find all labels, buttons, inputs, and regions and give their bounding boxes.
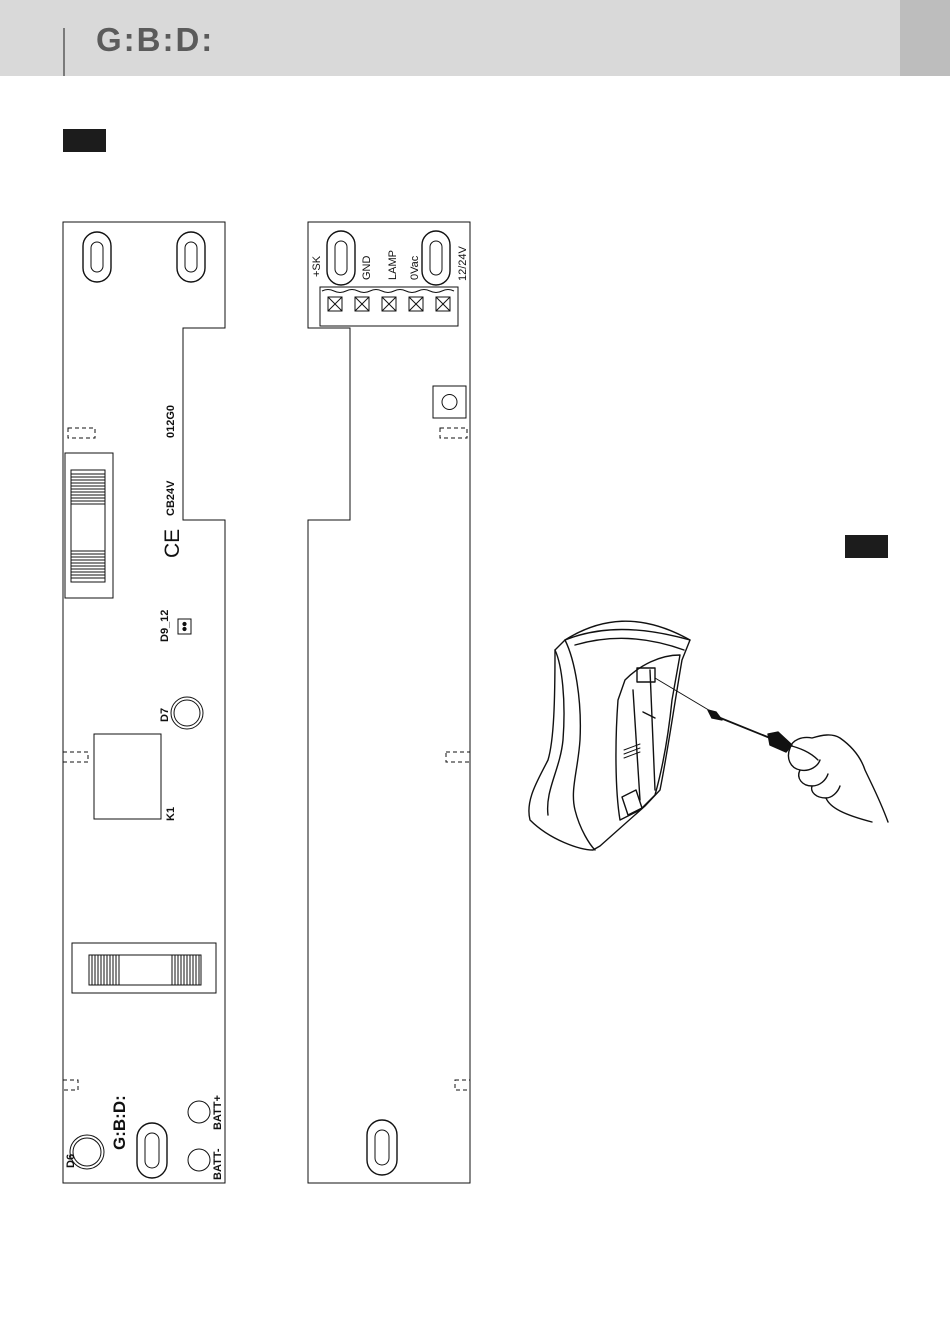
board-front	[63, 222, 225, 1183]
housing-notch	[643, 712, 655, 718]
housing-side-edge	[548, 650, 564, 815]
mounting-slot-inner	[91, 242, 103, 272]
board-back	[308, 222, 470, 1183]
mounting-slot	[177, 232, 205, 282]
ce-mark: CE	[161, 529, 184, 558]
batt-plus-terminal	[188, 1101, 210, 1123]
terminal-label: GND	[361, 256, 373, 281]
board-back-outline	[308, 222, 470, 1183]
terminal-label: 12/24V	[457, 245, 469, 281]
screwdriver-guide-line	[655, 678, 712, 712]
label-model-name: CB24V	[165, 480, 177, 516]
illustration-housing-screwdriver	[529, 621, 888, 850]
relay-k1	[94, 734, 161, 819]
led-d6-inner	[73, 1138, 101, 1166]
connector-vertical	[65, 453, 113, 598]
mounting-slot	[83, 232, 111, 282]
batt-minus-terminal	[188, 1149, 210, 1171]
mounting-slot	[422, 231, 450, 285]
jumper-d9-12	[178, 619, 191, 634]
housing-shell	[529, 621, 690, 850]
screwdriver-shaft	[718, 717, 770, 738]
mounting-slot-inner	[185, 242, 197, 272]
mounting-slot-inner	[145, 1133, 159, 1168]
board-logo: G:B:D:	[110, 1095, 129, 1150]
terminal-label: +SK	[311, 255, 323, 277]
housing-top-inner	[575, 638, 684, 650]
screwdriver-handle	[788, 745, 818, 760]
terminal-label: 0Vac	[409, 255, 421, 280]
connector-horizontal-pins	[92, 955, 199, 985]
hand-wrist	[826, 798, 872, 822]
push-button	[442, 395, 457, 410]
housing-front-edge	[565, 640, 595, 850]
mounting-slot-inner	[430, 241, 442, 275]
label-led-d6: D6	[65, 1154, 77, 1168]
hand-finger	[812, 786, 840, 798]
connector-vertical-inner	[71, 470, 105, 582]
housing-rib	[650, 670, 655, 790]
housing-clip-top	[637, 668, 655, 682]
mounting-slot	[137, 1123, 167, 1178]
mounting-slot-inner	[375, 1130, 389, 1165]
mounting-slot-inner	[335, 241, 347, 275]
board-front-outline	[63, 222, 225, 1183]
terminal-label: LAMP	[387, 250, 399, 280]
led-d7	[171, 697, 203, 729]
mounting-slot	[327, 231, 355, 285]
hand-finger	[799, 770, 828, 786]
hand-outline	[790, 735, 888, 822]
mounting-slot	[367, 1120, 397, 1175]
terminal-screws	[328, 297, 450, 311]
push-button-housing	[433, 386, 466, 418]
label-batt-plus: BATT+	[212, 1095, 224, 1130]
dashed-mount-marks	[440, 428, 470, 1090]
label-led-d7: D7	[159, 708, 171, 722]
label-jumper-d9-12: D9_12	[159, 610, 171, 642]
label-model-code: 012G0	[165, 405, 177, 438]
dashed-mount-marks	[63, 428, 95, 1090]
label-batt-minus: BATT-	[212, 1148, 224, 1180]
screwdriver-ferrule	[768, 732, 792, 752]
connector-vertical-pins	[71, 474, 105, 578]
terminal-block-edge	[322, 290, 454, 293]
led-d7-inner	[174, 700, 200, 726]
label-relay-k1: K1	[165, 807, 177, 821]
